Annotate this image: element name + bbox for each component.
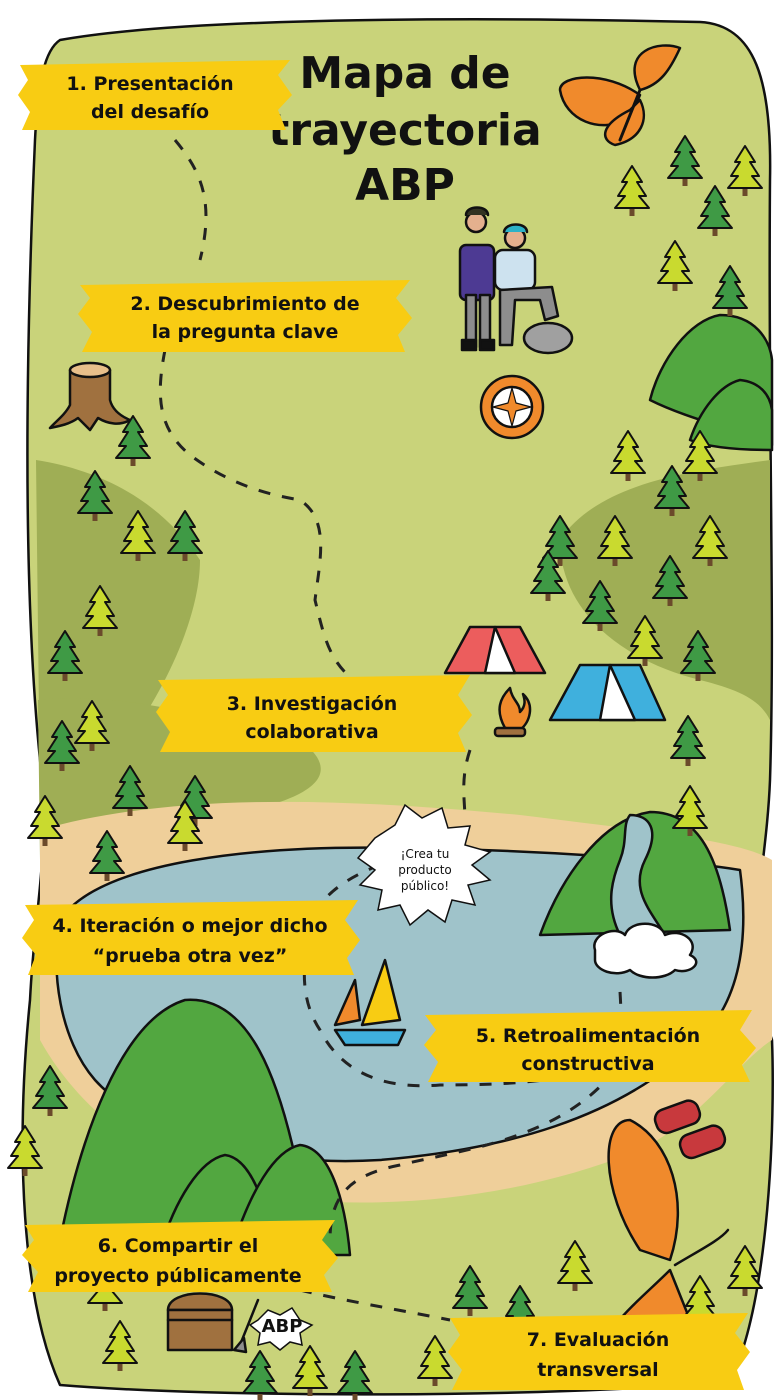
step-1-line-2: del desafío <box>91 101 209 123</box>
pine-tree-icon <box>242 1350 278 1400</box>
pine-tree-icon <box>74 700 110 751</box>
step-3-line-2: colaborativa <box>245 721 378 743</box>
step-6-banner: 6. Compartir el proyecto públicamente <box>22 1220 338 1292</box>
step-3-line-1: 3. Investigación <box>227 693 398 715</box>
callout-line-1: ¡Crea tu <box>401 847 450 861</box>
title-line-3: ABP <box>355 160 455 211</box>
pine-tree-icon <box>7 1125 43 1176</box>
pine-tree-icon <box>614 165 650 216</box>
trail-path <box>158 139 623 1322</box>
pine-tree-icon <box>682 430 718 481</box>
pine-tree-icon <box>672 785 708 836</box>
title-line-1: Mapa de <box>299 48 510 99</box>
step-2-line-1: 2. Descubrimiento de <box>130 293 359 315</box>
treasure-chest-icon <box>166 1292 260 1354</box>
campfire-icon <box>493 686 532 738</box>
pine-tree-icon <box>452 1265 488 1316</box>
pine-tree-icon <box>77 470 113 521</box>
step-1-line-1: 1. Presentación <box>66 73 233 95</box>
mountain-group <box>648 313 774 452</box>
pine-tree-icon <box>692 515 728 566</box>
sailboat-icon <box>333 958 407 1047</box>
pine-tree-icon <box>102 1320 138 1371</box>
step-7-line-2: transversal <box>537 1359 658 1381</box>
cloud-icon <box>593 922 698 979</box>
tent-icon <box>548 663 667 722</box>
pine-tree-icon <box>542 515 578 566</box>
pine-tree-icon <box>712 265 748 316</box>
pine-tree-icon <box>120 510 156 561</box>
step-7-line-1: 7. Evaluación <box>527 1329 669 1351</box>
pine-tree-icon <box>582 580 618 631</box>
tent-icon <box>443 625 547 675</box>
pine-tree-icon <box>417 1335 453 1386</box>
pine-tree-icon <box>337 1350 373 1400</box>
pine-tree-icon <box>167 510 203 561</box>
pine-trees <box>7 135 763 1400</box>
pine-tree-icon <box>82 585 118 636</box>
pine-tree-icon <box>652 555 688 606</box>
step-2-line-2: la pregunta clave <box>152 321 339 343</box>
binoculars-icon <box>653 1099 727 1160</box>
pine-tree-icon <box>610 430 646 481</box>
pine-tree-icon <box>697 185 733 236</box>
pine-tree-icon <box>727 1245 763 1296</box>
step-4-line-1: 4. Iteración o mejor dicho <box>52 915 327 937</box>
step-4-banner: 4. Iteración o mejor dicho “prueba otra … <box>22 900 360 975</box>
pine-tree-icon <box>47 630 83 681</box>
callout-burst: ¡Crea tu producto público! <box>356 803 492 927</box>
pine-tree-icon <box>597 515 633 566</box>
pine-tree-icon <box>654 465 690 516</box>
title-line-2: trayectoria <box>268 105 541 156</box>
pine-tree-icon <box>115 415 151 466</box>
pine-tree-icon <box>657 240 693 291</box>
pine-tree-icon <box>89 830 125 881</box>
step-5-line-2: constructiva <box>521 1053 654 1075</box>
step-5-banner: 5. Retroalimentación constructiva <box>424 1010 756 1082</box>
pine-tree-icon <box>44 720 80 771</box>
pine-tree-icon <box>727 145 763 196</box>
pine-tree-icon <box>167 800 203 851</box>
step-1-banner: 1. Presentación del desafío <box>18 60 292 130</box>
pine-tree-icon <box>670 715 706 766</box>
pine-tree-icon <box>680 630 716 681</box>
map-title: Mapa de trayectoria ABP <box>268 48 541 211</box>
step-3-banner: 3. Investigación colaborativa <box>156 675 472 752</box>
compass-icon <box>479 374 545 440</box>
step-4-line-2: “prueba otra vez” <box>93 945 288 967</box>
callout-line-2: producto <box>398 863 452 877</box>
step-7-banner: 7. Evaluación transversal <box>448 1313 750 1390</box>
butterfly-icon <box>558 44 682 147</box>
step-5-line-1: 5. Retroalimentación <box>476 1025 700 1047</box>
pine-tree-icon <box>627 615 663 666</box>
callout-line-3: público! <box>401 879 449 893</box>
pine-tree-icon <box>557 1240 593 1291</box>
hikers-icon <box>458 206 574 355</box>
step-6-line-1: 6. Compartir el <box>98 1235 259 1257</box>
pine-tree-icon <box>292 1345 328 1396</box>
tree-stump-icon <box>48 361 132 432</box>
pine-tree-icon <box>112 765 148 816</box>
step-2-banner: 2. Descubrimiento de la pregunta clave <box>78 280 412 352</box>
abp-badge: ABP <box>248 1306 314 1351</box>
pine-tree-icon <box>32 1065 68 1116</box>
abp-badge-text: ABP <box>262 1316 303 1337</box>
pine-tree-icon <box>530 550 566 601</box>
pine-tree-icon <box>667 135 703 186</box>
pine-tree-icon <box>27 795 63 846</box>
step-6-line-2: proyecto públicamente <box>54 1265 301 1287</box>
